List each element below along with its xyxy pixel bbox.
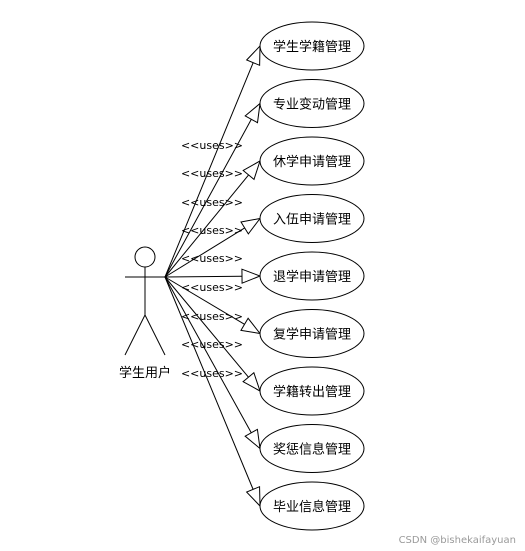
use-case-ellipse: [259, 309, 365, 358]
association-line: [164, 174, 249, 278]
use-case-4: 入伍申请管理: [259, 194, 365, 243]
association-line: [164, 276, 252, 433]
association-arrowhead: [244, 428, 261, 450]
association-line: [164, 276, 254, 490]
use-case-ellipse: [259, 251, 365, 301]
association-arrowhead: [240, 217, 262, 235]
use-case-label: 学籍转出管理: [273, 384, 351, 400]
use-case-5: 退学申请管理: [259, 251, 365, 301]
association-line: [164, 276, 249, 378]
association-arrowhead: [242, 159, 261, 181]
uses-label: <<uses>>: [181, 310, 243, 323]
association-arrowhead: [241, 268, 262, 284]
uses-label: <<uses>>: [181, 196, 243, 209]
actor-left-leg: [124, 314, 146, 356]
use-case-ellipse: [259, 79, 365, 128]
use-case-8: 奖惩信息管理: [259, 424, 365, 473]
use-case-1: 学生学籍管理: [259, 21, 365, 71]
association-line: [164, 227, 245, 278]
use-case-ellipse: [259, 481, 365, 531]
use-case-label: 退学申请管理: [273, 269, 351, 285]
association-arrowhead: [244, 102, 261, 124]
uses-label: <<uses>>: [181, 338, 243, 351]
use-case-ellipse: [259, 136, 365, 186]
use-case-6: 复学申请管理: [259, 309, 365, 358]
actor-head: [134, 246, 156, 268]
uses-label: <<uses>>: [181, 281, 243, 294]
use-case-ellipse: [259, 366, 365, 416]
association-arrowhead: [240, 317, 262, 335]
uses-labels: <<uses>> <<uses>> <<uses>> <<uses>> <<uses>>…: [181, 139, 243, 380]
uses-label: <<uses>>: [181, 224, 243, 237]
association-line: [164, 275, 243, 278]
actor-student-user: 学生用户: [119, 246, 171, 381]
use-case-label: 学生学籍管理: [273, 39, 351, 55]
association-line: [164, 276, 245, 325]
association-arrowhead: [245, 485, 261, 508]
use-case-label: 休学申请管理: [273, 154, 351, 170]
actor-right-leg: [144, 314, 166, 356]
use-case-label: 入伍申请管理: [273, 213, 351, 228]
use-case-ellipse: [259, 21, 365, 71]
use-case-label: 复学申请管理: [273, 327, 351, 343]
use-case-label: 奖惩信息管理: [273, 442, 351, 458]
actor-label: 学生用户: [119, 365, 171, 381]
use-case-ellipse: [259, 424, 365, 473]
use-case-label: 专业变动管理: [273, 97, 351, 113]
uses-label: <<uses>>: [181, 367, 243, 380]
use-case-ellipse: [259, 194, 365, 243]
associations: [164, 44, 262, 508]
association-arrowhead: [245, 44, 261, 67]
watermark: CSDN @bishekaifayuan: [399, 535, 516, 546]
association-arrowhead: [242, 371, 261, 393]
use-case-2: 专业变动管理: [259, 79, 365, 128]
use-cases: 学生学籍管理专业变动管理休学申请管理入伍申请管理退学申请管理复学申请管理学籍转出…: [259, 21, 365, 531]
uses-label: <<uses>>: [181, 252, 243, 265]
use-case-label: 毕业信息管理: [273, 499, 351, 515]
use-case-9: 毕业信息管理: [259, 481, 365, 531]
uses-label: <<uses>>: [181, 167, 243, 180]
use-case-7: 学籍转出管理: [259, 366, 365, 416]
use-case-3: 休学申请管理: [259, 136, 365, 186]
association-line: [164, 119, 252, 278]
association-line: [164, 62, 254, 278]
uses-label: <<uses>>: [181, 139, 243, 152]
